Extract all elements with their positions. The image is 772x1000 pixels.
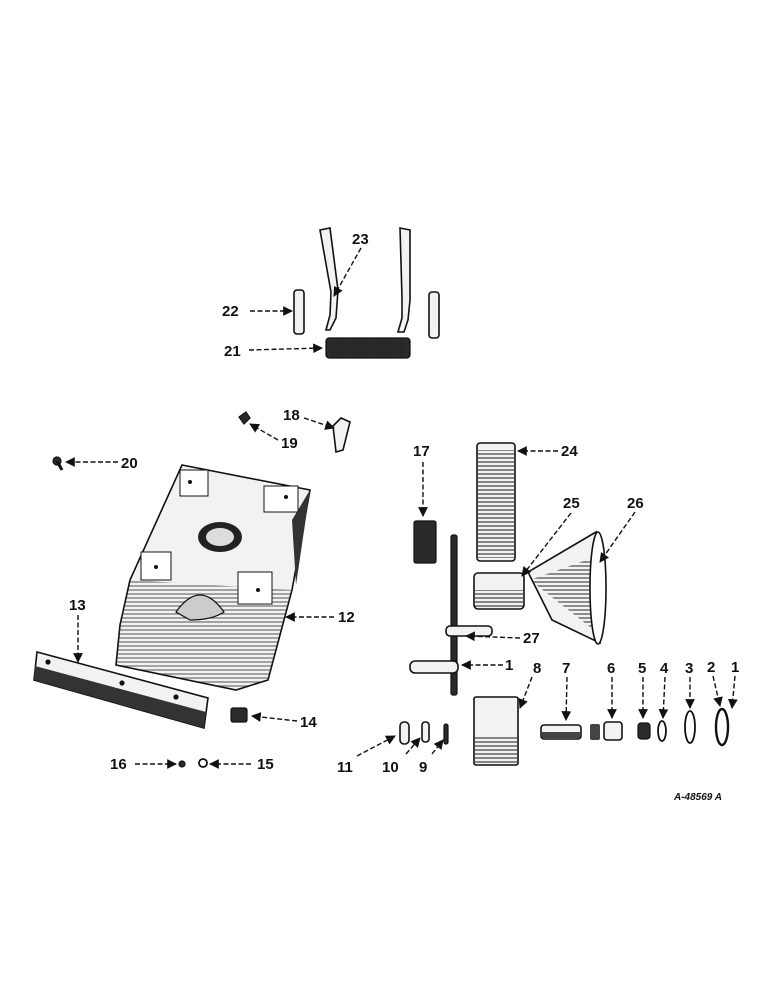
callout-8: 8 [533, 660, 541, 677]
part-15-washer [198, 758, 208, 768]
part-10-pin [421, 721, 430, 743]
callout-3: 3 [685, 660, 693, 677]
callout-17: 17 [413, 443, 430, 460]
part-24-sleeve [476, 442, 516, 562]
part-1-shaft-stub [409, 660, 459, 674]
callout-24: 24 [561, 443, 578, 460]
callout-1-upper: 1 [505, 657, 513, 674]
callout-14: 14 [300, 714, 317, 731]
callout-9: 9 [419, 759, 427, 776]
part-17-gear [413, 520, 437, 564]
part-2-spring-washer [714, 707, 730, 747]
part-3-ring [684, 710, 696, 744]
part-12-housing [115, 464, 311, 691]
callout-27: 27 [523, 630, 540, 647]
part-16-nut [178, 760, 186, 768]
part-18-pin [332, 417, 351, 454]
part-22-right-bracket [428, 291, 440, 339]
callout-5: 5 [638, 660, 646, 677]
callout-22: 22 [222, 303, 239, 320]
part-22-left-bracket [293, 289, 305, 335]
callout-18: 18 [283, 407, 300, 424]
callout-4: 4 [660, 660, 669, 677]
callout-1-lower: 1 [731, 659, 739, 676]
part-25-bushing [473, 572, 525, 610]
callout-19: 19 [281, 435, 298, 452]
callout-15: 15 [257, 756, 274, 773]
part-11-pin [399, 721, 410, 745]
callout-13: 13 [69, 597, 86, 614]
part-27-shaft [445, 534, 493, 696]
callout-20: 20 [121, 455, 138, 472]
part-26-cup [526, 530, 607, 645]
part-20-bolt [52, 456, 64, 471]
part-8-housing-block [473, 696, 519, 766]
callout-23: 23 [352, 231, 369, 248]
part-23-left-arm [319, 227, 339, 331]
part-6-collar [590, 721, 623, 741]
part-21-pedal-pad [325, 337, 411, 359]
callout-10: 10 [382, 759, 399, 776]
callout-16: 16 [110, 756, 127, 773]
part-5-nut [637, 722, 651, 740]
part-9-cotter [443, 723, 449, 745]
part-14-block [230, 707, 248, 723]
part-4-washer [657, 720, 667, 742]
callout-12: 12 [338, 609, 355, 626]
part-7-roller [540, 724, 582, 740]
callout-26: 26 [627, 495, 644, 512]
leader-lines [65, 247, 738, 769]
callout-7: 7 [562, 660, 570, 677]
callout-25: 25 [563, 495, 580, 512]
callout-11: 11 [337, 759, 353, 776]
part-19-screw [238, 411, 251, 425]
callout-labels: 23 22 21 18 19 20 17 24 25 26 13 12 27 1… [69, 231, 739, 803]
callout-6: 6 [607, 660, 615, 677]
part-23-right-arm [396, 227, 411, 333]
callout-21: 21 [224, 343, 241, 360]
figure-reference: A-48569 A [673, 792, 722, 803]
part-13-bar [33, 650, 209, 730]
callout-2: 2 [707, 659, 715, 676]
